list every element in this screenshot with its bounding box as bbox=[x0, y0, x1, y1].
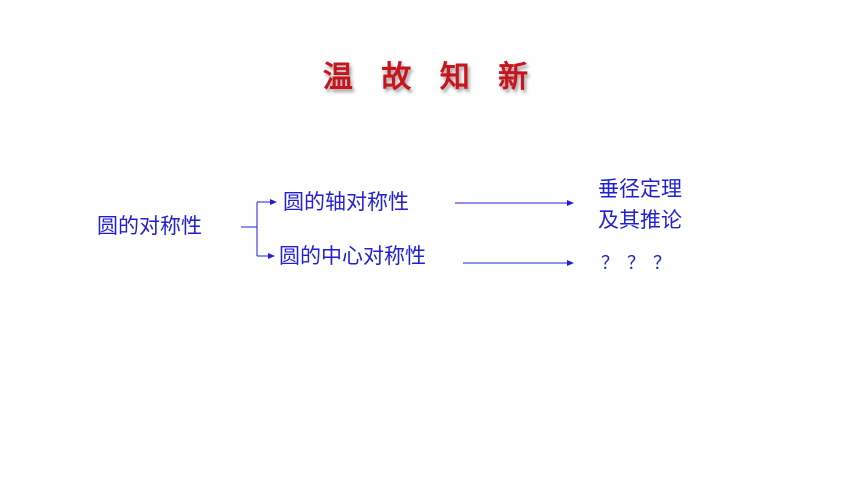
theorem-result-line-1: 垂径定理 bbox=[598, 177, 682, 201]
slide-title: 温 故 知 新 bbox=[322, 60, 538, 95]
branch-central-symmetry-label: 圆的中心对称性 bbox=[279, 244, 426, 268]
branch-axial-symmetry-label: 圆的轴对称性 bbox=[283, 190, 409, 214]
theorem-result-line-2: 及其推论 bbox=[598, 208, 682, 232]
unknown-result-label: ？？？ bbox=[601, 253, 679, 274]
root-concept-label: 圆的对称性 bbox=[97, 214, 202, 238]
